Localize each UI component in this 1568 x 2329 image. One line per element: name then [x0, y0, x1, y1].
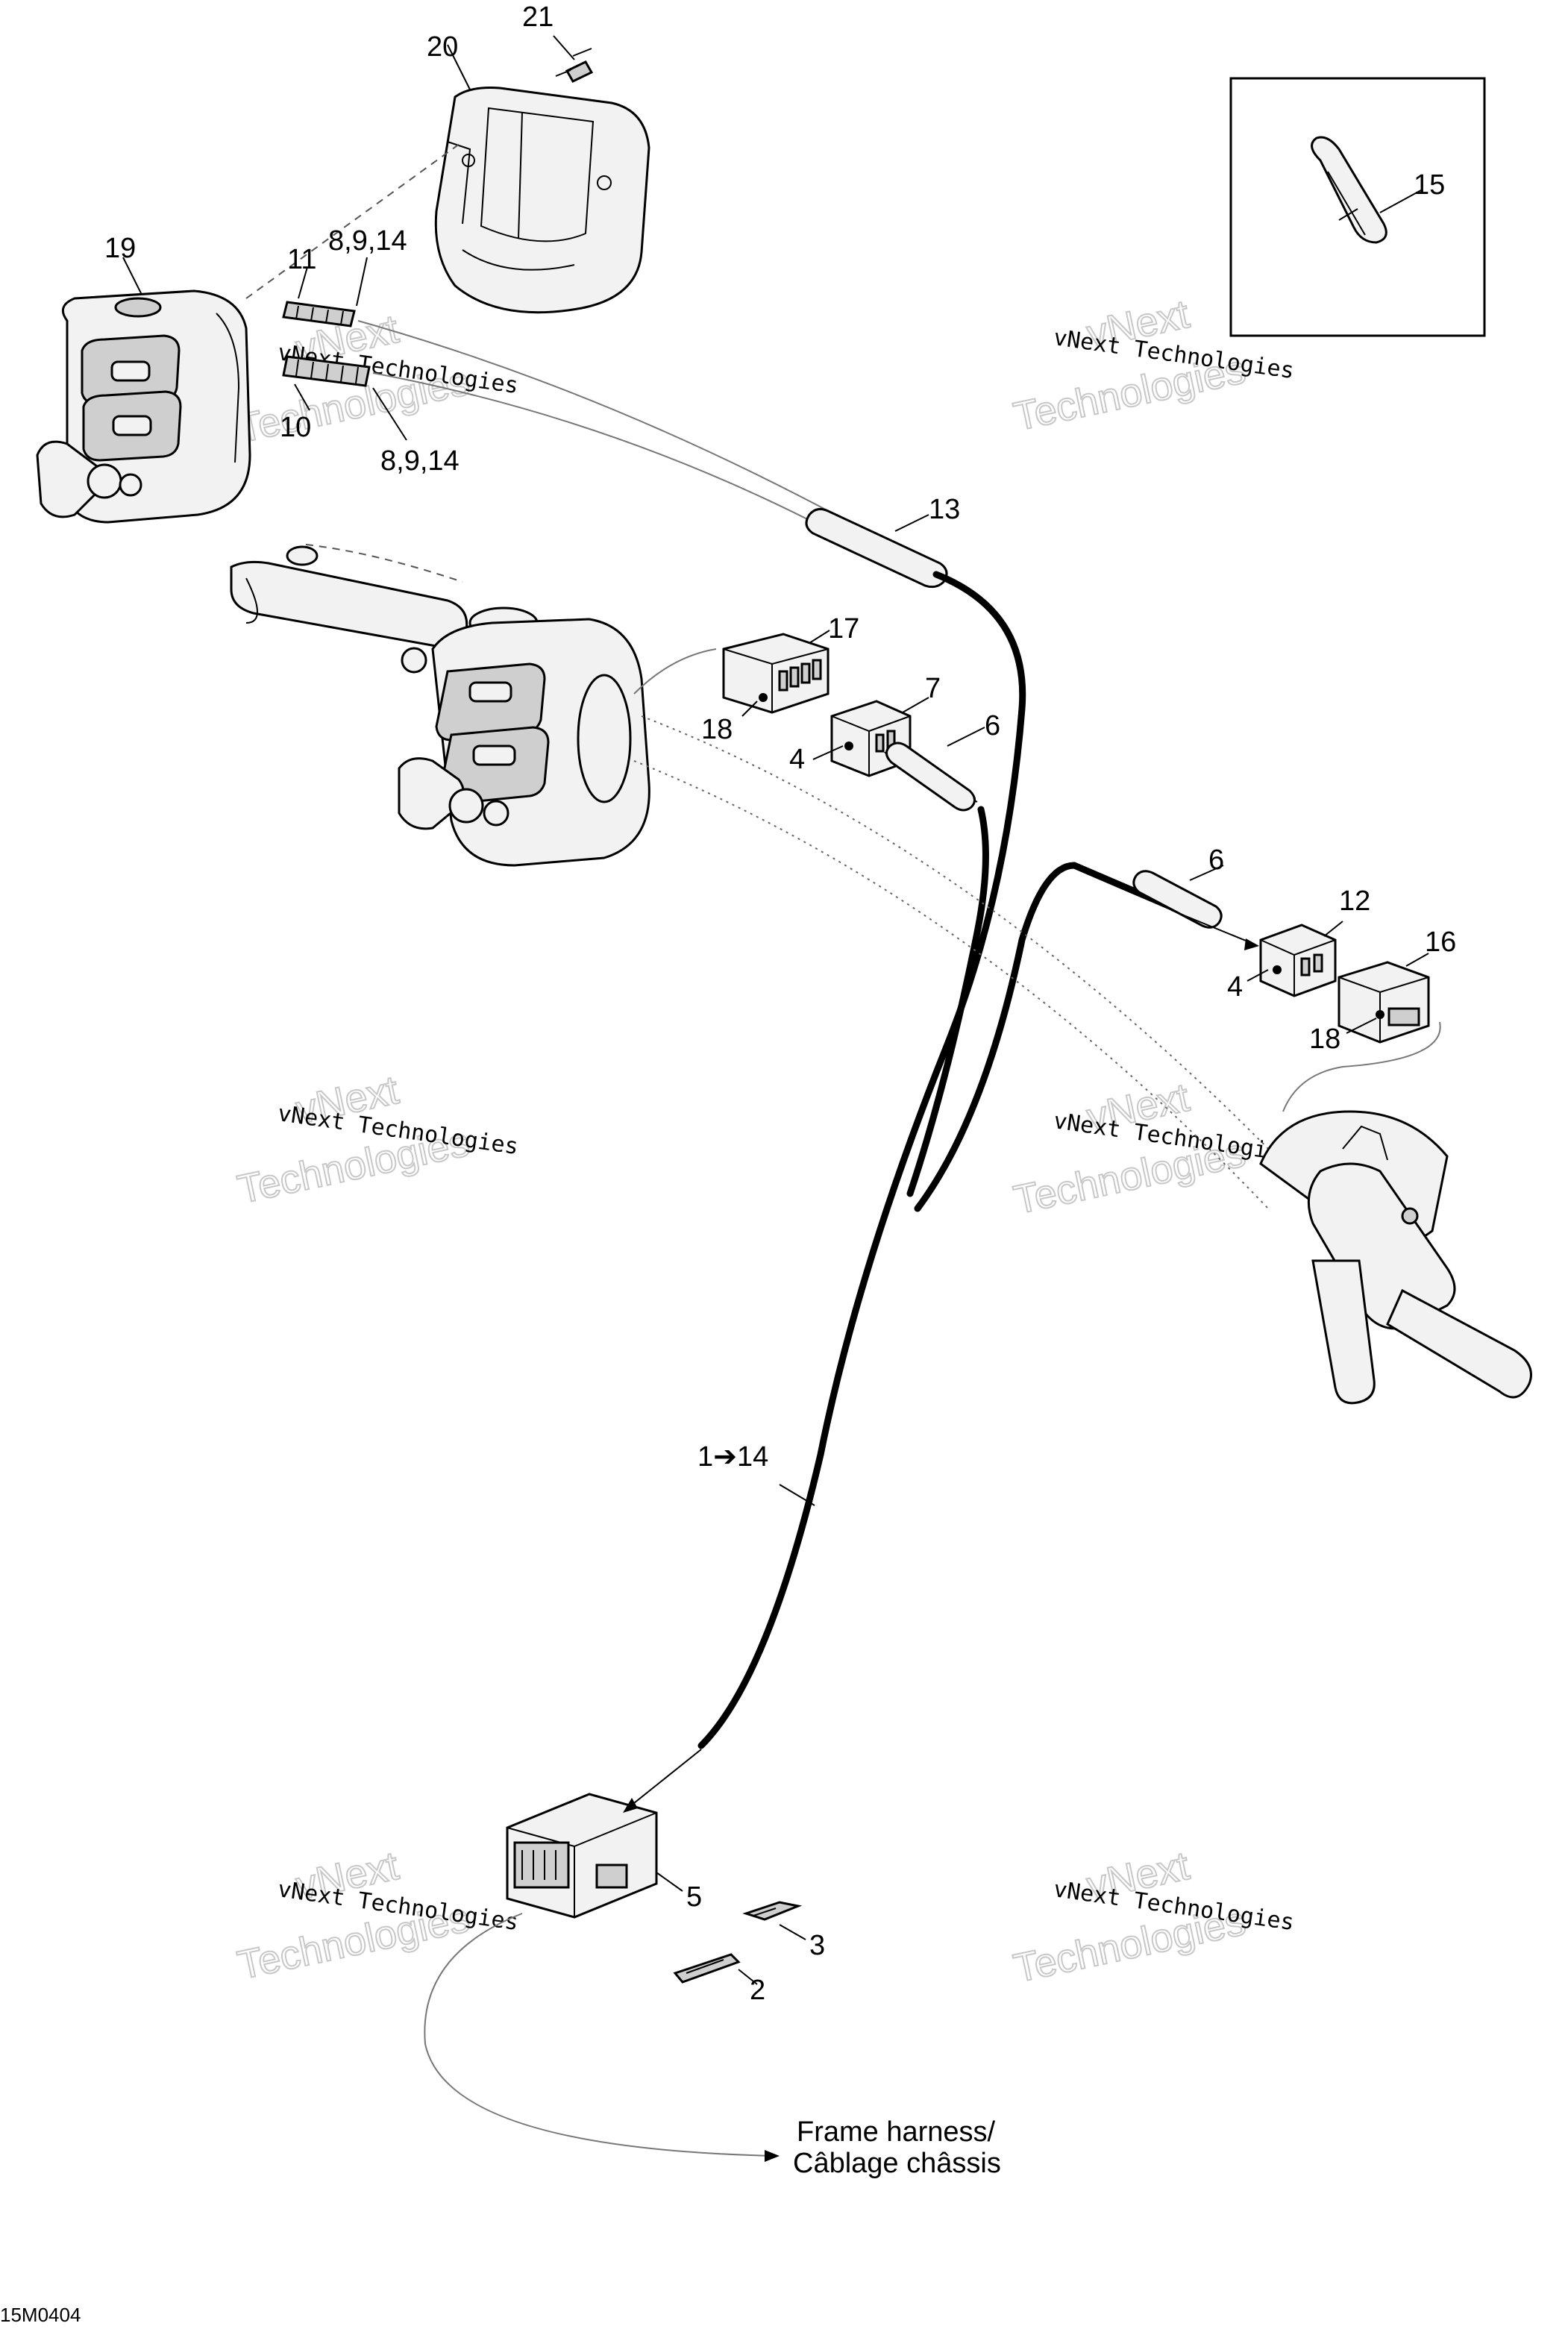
callout-18-right: 18 [1309, 1024, 1340, 1055]
callout-21: 21 [522, 1, 553, 33]
callout-5: 5 [686, 1881, 702, 1913]
switch-housing-front [36, 289, 251, 524]
pin-connector-lower [282, 355, 371, 387]
connector-housing-16 [1337, 961, 1430, 1044]
frame-harness-label-line2: Câblage châssis [793, 2148, 1001, 2179]
callout-8-9-14-lower: 8,9,14 [380, 445, 460, 477]
sleeve-6-right [1132, 870, 1223, 929]
watermark-top-left: vNext Technologies vNext Technologies [233, 306, 520, 452]
right-handlebar-assembly [633, 715, 1532, 1405]
callout-20: 20 [427, 31, 458, 63]
callout-6-upper: 6 [985, 710, 1000, 742]
main-wire-harness [697, 571, 1182, 1749]
sleeve-6-upper [885, 742, 976, 812]
callout-8-9-14-upper: 8,9,14 [328, 225, 407, 257]
main-connector-5 [506, 1793, 658, 1919]
callout-4-left: 4 [789, 744, 805, 775]
callout-15: 15 [1414, 169, 1445, 201]
callout-4-right: 4 [1227, 971, 1243, 1003]
callout-13: 13 [929, 494, 960, 525]
screw-part [555, 48, 594, 83]
callout-19: 19 [104, 233, 136, 264]
callout-3: 3 [809, 1930, 825, 1961]
callout-7: 7 [925, 673, 941, 704]
sleeve-tube [805, 507, 948, 589]
callout-1-to-14: 1➔14 [697, 1441, 768, 1473]
callout-6-right: 6 [1208, 844, 1224, 876]
callout-17: 17 [828, 613, 859, 645]
figure-code: 15M0404 [0, 2304, 81, 2326]
pin-connector-upper [282, 301, 356, 327]
terminal-2 [673, 1953, 741, 1984]
frame-harness-label-line1: Frame harness/ [797, 2116, 996, 2148]
terminal-3 [742, 1901, 803, 1921]
watermark-bottom-left: vNext Technologies vNext Technologies [233, 1843, 520, 1989]
callout-2: 2 [750, 1975, 765, 2006]
watermark-mid-left: vNext Technologies vNext Technologies [233, 1067, 520, 1213]
watermark-mid-right: vNext Technologies vNext Technologies [1009, 1074, 1296, 1223]
watermark-bottom-right: vNext Technologies vNext Technologies [1009, 1843, 1296, 1992]
watermark-top-right: vNext Technologies vNext Technologies [1009, 291, 1296, 440]
callout-12: 12 [1339, 885, 1370, 917]
connector-housing-12 [1259, 924, 1337, 997]
callout-18-left: 18 [701, 714, 733, 745]
callout-11: 11 [287, 244, 316, 275]
cable-tie-inset [1229, 77, 1486, 337]
connector-housing-17 [722, 633, 830, 714]
callout-16: 16 [1425, 927, 1456, 958]
left-handlebar-assembly [230, 544, 717, 867]
callout-10: 10 [280, 412, 311, 443]
switch-housing-cover [434, 87, 650, 314]
